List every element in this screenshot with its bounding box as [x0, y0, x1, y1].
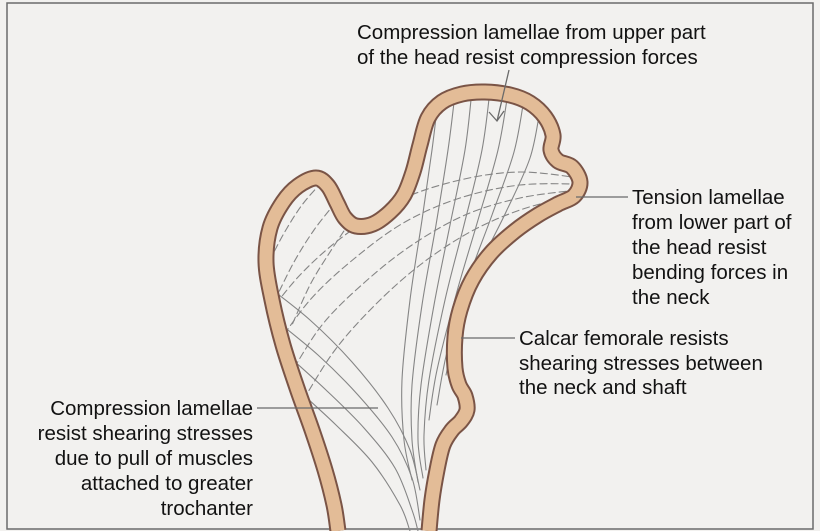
- tension-line-5: the neck: [632, 286, 710, 309]
- tension-line-2: from lower part of: [632, 211, 792, 234]
- tension-line-4: bending forces in: [632, 261, 788, 284]
- tension-line-3: the head resist: [632, 236, 767, 259]
- calcar-line-3: the neck and shaft: [519, 376, 687, 399]
- head-compression-line-1: Compression lamellae from upper part: [357, 21, 706, 44]
- head-compression-line-2: of the head resist compression forces: [357, 46, 698, 69]
- lateral-compression-line-2: resist shearing stresses: [38, 422, 253, 445]
- lateral-compression-line-5: trochanter: [161, 497, 253, 520]
- calcar-line-2: shearing stresses between: [519, 352, 763, 375]
- lateral-compression-line-1: Compression lamellae: [50, 397, 253, 420]
- lateral-compression-line-4: attached to greater: [81, 472, 253, 495]
- tension-line-1: Tension lamellae: [632, 186, 785, 209]
- calcar-line-1: Calcar femorale resists: [519, 327, 729, 350]
- lateral-compression-line-3: due to pull of muscles: [55, 447, 253, 470]
